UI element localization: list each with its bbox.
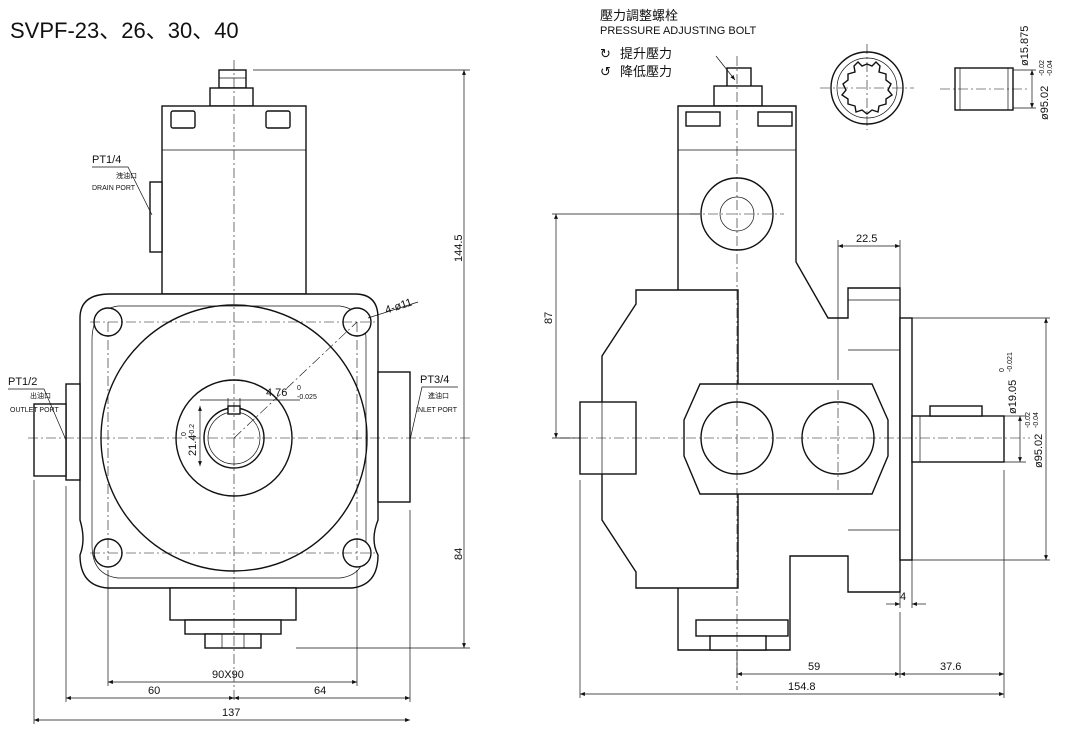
front-port-labels: PT1/4 洩油口 DRAIN PORT PT1/2 出油口 OUTLET PO… xyxy=(8,154,458,441)
pressure-bolt-en: PRESSURE ADJUSTING BOLT xyxy=(600,25,757,37)
dim-4: 4 xyxy=(900,591,906,603)
spline-teeth xyxy=(840,61,894,115)
dim-144-5: 144.5 xyxy=(453,234,465,262)
dim-22-5: 22.5 xyxy=(856,233,877,245)
drain-port-cn: 洩油口 xyxy=(116,171,137,180)
outlet-port-en: OUTLET PORT xyxy=(10,407,59,414)
adjust-nut-side xyxy=(713,85,763,107)
svg-text:0: 0 xyxy=(999,368,1006,372)
dim-137: 137 xyxy=(222,707,240,719)
svg-text:-0.02: -0.02 xyxy=(1025,412,1032,428)
drain-port-boss xyxy=(149,181,163,253)
lower-pressure-glyph: ↺ xyxy=(600,65,611,80)
side-dimensions: 87 22.5 ø95.02 -0.02 -0.04 ø19.05 0 -0.0… xyxy=(543,213,1050,698)
side-view xyxy=(560,56,1030,690)
mount-flange-side xyxy=(899,317,913,561)
svg-text:-0.021: -0.021 xyxy=(1007,352,1014,372)
adjust-nut-front xyxy=(209,87,254,107)
dim-square: 90X90 xyxy=(212,669,244,681)
dim-key-height: 21.4 xyxy=(187,435,199,456)
drain-port-en: DRAIN PORT xyxy=(92,185,136,192)
drain-port-size: PT1/4 xyxy=(92,154,121,166)
dim-holes: 4-ø11 xyxy=(384,297,414,317)
dim-60: 60 xyxy=(148,685,160,697)
dim-84: 84 xyxy=(453,548,465,560)
dim-spline-pilot: ø95.02 xyxy=(1039,86,1051,120)
bottom-plug-front xyxy=(204,633,262,649)
pressure-bolt-cn: 壓力調整螺栓 xyxy=(600,9,678,24)
dim-spline-dia: ø15.875 xyxy=(1019,26,1031,66)
lower-pressure-label: 降低壓力 xyxy=(620,65,672,80)
dim-154-8: 154.8 xyxy=(788,681,816,693)
inlet-port-cn: 進油口 xyxy=(428,391,449,400)
svg-text:-0.02: -0.02 xyxy=(1039,60,1046,76)
bottom-plug-side xyxy=(709,635,767,651)
dim-64: 64 xyxy=(314,685,326,697)
adjust-bolt-front xyxy=(218,69,247,89)
dim-key-width: 4.76 xyxy=(266,387,287,399)
adjust-bolt-side xyxy=(726,67,752,89)
dim-87: 87 xyxy=(543,312,555,324)
dim-pilot-dia: ø95.02 xyxy=(1033,434,1045,468)
pressure-bolt-label: 壓力調整螺栓 PRESSURE ADJUSTING BOLT ↻ 提升壓力 ↺ … xyxy=(600,9,757,81)
raise-pressure-label: 提升壓力 xyxy=(620,46,672,62)
outlet-port-size: PT1/2 xyxy=(8,376,37,388)
dim-59: 59 xyxy=(808,661,820,673)
dim-37-6: 37.6 xyxy=(940,661,961,673)
lower-block-front xyxy=(169,587,297,621)
shaft-side xyxy=(911,415,1005,463)
svg-text:0: 0 xyxy=(297,385,301,392)
outlet-port-cn: 出油口 xyxy=(30,391,51,400)
spline-detail: ø15.875 ø95.02 -0.02 -0.04 xyxy=(820,26,1054,130)
inlet-port-size: PT3/4 xyxy=(420,374,449,386)
model-title: SVPF-23、26、30、40 xyxy=(10,18,239,43)
svg-text:-0.025: -0.025 xyxy=(297,394,317,401)
outlet-port-boss xyxy=(65,383,81,481)
svg-text:-0.2: -0.2 xyxy=(189,424,196,436)
inlet-port-boss xyxy=(377,371,411,503)
svg-text:0: 0 xyxy=(181,432,188,436)
inlet-port-en: INLET PORT xyxy=(416,407,458,414)
front-view xyxy=(28,60,470,700)
svg-text:-0.04: -0.04 xyxy=(1047,60,1054,76)
svg-text:-0.04: -0.04 xyxy=(1033,412,1040,428)
shaft-key-side xyxy=(929,405,983,417)
dim-shaft-dia: ø19.05 xyxy=(1007,380,1019,414)
raise-pressure-glyph: ↻ xyxy=(600,47,611,62)
